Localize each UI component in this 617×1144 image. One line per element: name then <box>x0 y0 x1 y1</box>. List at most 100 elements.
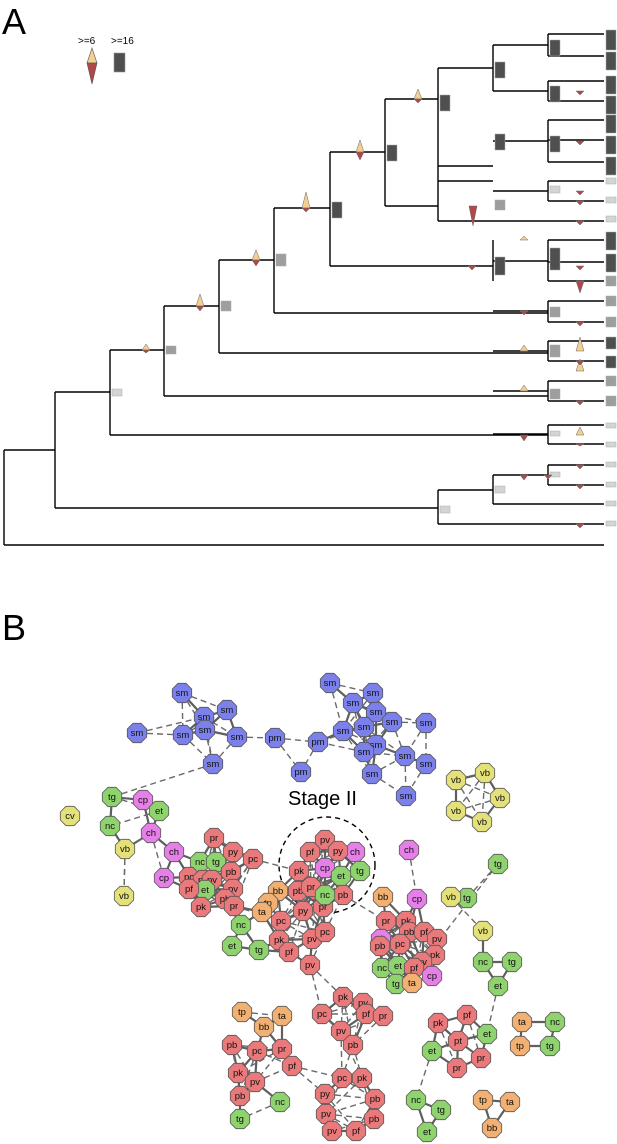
node-label: tp <box>516 1041 524 1052</box>
network-node: tp <box>509 1035 531 1057</box>
count-box <box>605 461 617 468</box>
node-shape <box>544 1011 566 1033</box>
network-node: pk <box>332 986 354 1008</box>
network-edge-dashed <box>203 716 214 765</box>
node-label: pc <box>395 939 405 950</box>
legend-count-label: >=16 <box>111 36 134 47</box>
network-node: ch <box>140 822 162 844</box>
node-shape <box>472 1089 494 1111</box>
count-box <box>605 135 617 155</box>
count-box <box>605 422 617 429</box>
node-label: sm <box>176 688 189 699</box>
network-node: pv <box>299 954 321 976</box>
node-label: pk <box>430 950 440 961</box>
network-node: pf <box>299 841 321 863</box>
node-label: pb <box>235 1091 246 1102</box>
network-node: nc <box>99 815 121 837</box>
network-node: pr <box>223 895 245 917</box>
network-node: pc <box>314 921 336 943</box>
node-label: pf <box>352 1126 360 1137</box>
node-shape <box>398 839 420 861</box>
node-shape <box>342 1034 364 1056</box>
legend-gain-label: >=6 <box>78 36 96 47</box>
node-label: vb <box>477 817 487 828</box>
count-box <box>494 485 506 494</box>
network-node: cp <box>314 857 336 879</box>
node-shape <box>327 840 349 862</box>
network-node: sm <box>126 722 148 744</box>
node-shape <box>355 1003 377 1025</box>
node-label: sm <box>400 791 413 802</box>
network-node: pb <box>364 1088 386 1110</box>
node-label: ch <box>146 828 156 839</box>
node-shape <box>229 1085 251 1107</box>
node-label: pb <box>348 1040 359 1051</box>
network-node: sm <box>361 763 383 785</box>
network-node: py <box>222 841 244 863</box>
network-node: nc <box>405 1089 427 1111</box>
legend-loss-icon <box>86 62 98 85</box>
node-label: pm <box>311 737 324 748</box>
network-node: pb <box>220 861 242 883</box>
node-label: vb <box>446 892 456 903</box>
count-box <box>165 345 177 355</box>
count-box <box>549 39 561 57</box>
network-edge-dashed <box>455 772 486 812</box>
network-node: pr <box>446 1057 468 1079</box>
node-label: pk <box>357 1073 367 1084</box>
node-label: pb <box>220 894 231 905</box>
loss-marker <box>195 305 205 312</box>
node-shape <box>223 895 245 917</box>
node-label: et <box>155 806 163 817</box>
node-shape <box>331 1067 353 1089</box>
network-edge-dashed <box>317 741 365 753</box>
network-node: cv <box>59 805 81 827</box>
node-shape <box>472 951 494 973</box>
node-shape <box>474 762 496 784</box>
node-shape <box>476 1023 498 1045</box>
node-label: vb <box>451 775 461 786</box>
network-node: et <box>487 975 509 997</box>
count-box <box>494 199 506 211</box>
loss-marker <box>575 360 585 366</box>
node-label: tg <box>255 945 263 956</box>
network-node: pk <box>351 1067 373 1089</box>
node-label: pv <box>307 934 317 945</box>
node-label: pf <box>362 1009 370 1020</box>
node-label: sm <box>366 769 379 780</box>
node-shape <box>351 1067 373 1089</box>
node-shape <box>113 885 135 907</box>
node-label: pc <box>276 916 286 927</box>
node-shape <box>248 939 270 961</box>
node-label: sm <box>370 740 383 751</box>
network-edge-dashed <box>239 1101 281 1120</box>
node-shape <box>59 805 81 827</box>
node-label: pm <box>294 767 307 778</box>
node-label: pk <box>433 1018 443 1029</box>
network-edge-dashed <box>280 920 326 933</box>
node-shape <box>281 1055 303 1077</box>
network-node: tg <box>487 853 509 875</box>
node-shape <box>203 827 225 849</box>
node-label: tg <box>236 1114 244 1125</box>
network-edge-dashed <box>309 964 344 998</box>
count-box <box>549 185 561 194</box>
loss-marker <box>519 434 529 442</box>
node-label: et <box>428 1046 436 1057</box>
node-label: sm <box>420 718 433 729</box>
node-label: py <box>228 847 238 858</box>
count-box <box>494 133 506 151</box>
network-node: vb <box>489 787 511 809</box>
node-label: cp <box>412 894 422 905</box>
node-label: cp <box>427 971 437 982</box>
network-node: sm <box>415 712 437 734</box>
network-node: vb <box>445 769 467 791</box>
network-node: ta <box>251 901 273 923</box>
loss-marker <box>543 474 553 480</box>
node-shape <box>499 1091 521 1113</box>
count-box <box>549 430 561 437</box>
network-edge-dashed <box>111 763 214 798</box>
node-label: ta <box>518 1017 527 1028</box>
count-box <box>549 247 561 271</box>
